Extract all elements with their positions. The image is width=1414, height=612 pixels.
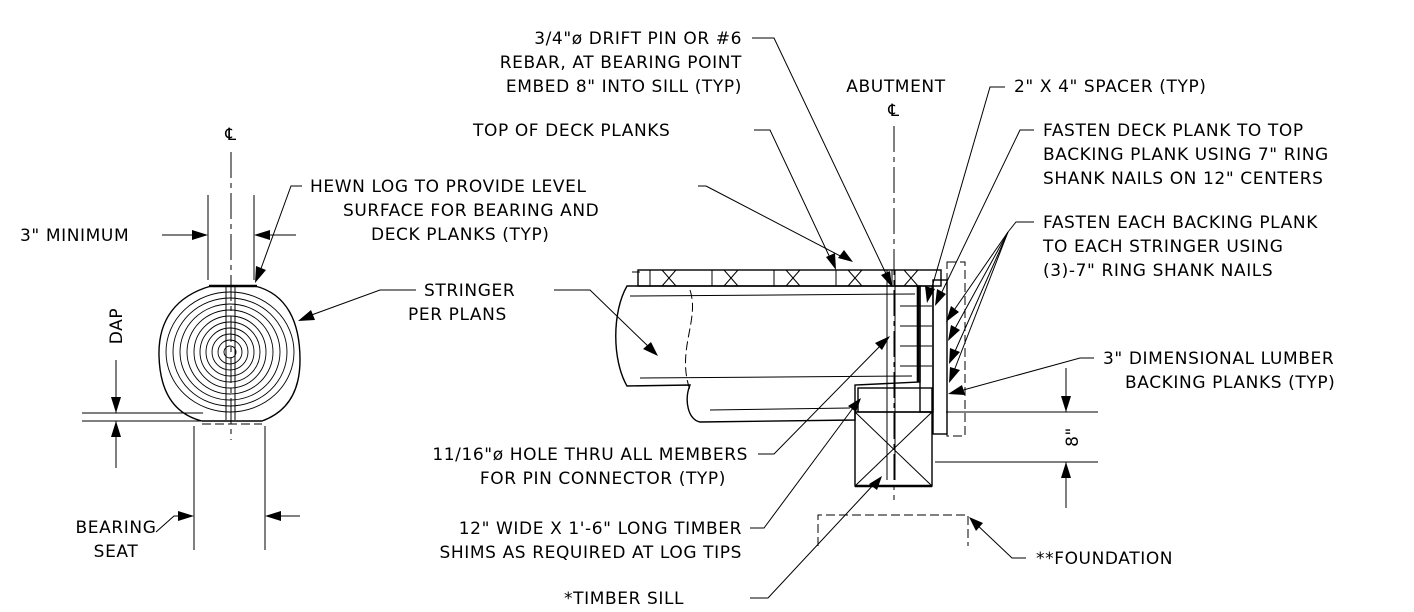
stringer-log <box>615 285 921 423</box>
fasten-deck-label-2: BACKING PLANK USING 7" RING <box>1043 145 1329 165</box>
backing-plank-inner <box>919 285 934 413</box>
fasten-deck-label-3: SHANK NAILS ON 12" CENTERS <box>1043 169 1324 189</box>
drift-pin-label-2: REBAR, AT BEARING POINT <box>500 53 742 73</box>
leader <box>938 129 1034 299</box>
leader <box>973 521 1026 559</box>
hole-label-1: 11/16"ø HOLE THRU ALL MEMBERS <box>432 445 748 465</box>
log-section-view: ℄ 3" MINIMUM DAP <box>20 125 301 562</box>
leader <box>750 403 857 529</box>
shims-callout: 12" WIDE X 1'-6" LONG TIMBER SHIMS AS RE… <box>440 398 861 563</box>
leader <box>705 185 849 261</box>
spacer-label: 2" X 4" SPACER (TYP) <box>1014 77 1207 97</box>
foundation-callout: **FOUNDATION <box>969 517 1173 569</box>
leader <box>155 515 192 533</box>
fasten-back-label-3: (3)-7" RING SHANK NAILS <box>1043 261 1273 281</box>
foundation-label: **FOUNDATION <box>1036 549 1173 569</box>
leader <box>750 481 877 599</box>
leader <box>754 129 833 263</box>
top-of-deck-callout: TOP OF DECK PLANKS <box>472 121 836 270</box>
min-3in-label: 3" MINIMUM <box>20 226 129 246</box>
lumber-label-2: BACKING PLANKS (TYP) <box>1125 373 1335 393</box>
fasten-backing-callout: FASTEN EACH BACKING PLANK TO EACH STRING… <box>946 213 1318 383</box>
spacer-callout: 2" X 4" SPACER (TYP) <box>925 77 1207 303</box>
leader <box>258 185 302 275</box>
bearing-seat-label-1: BEARING <box>76 518 157 538</box>
dim-8in-label: 8" <box>1063 427 1083 447</box>
abutment-centerline-symbol: ℄ <box>887 101 900 121</box>
top-deck-label: TOP OF DECK PLANKS <box>472 121 670 141</box>
timber-sill-label: *TIMBER SILL <box>564 589 684 609</box>
leader <box>955 357 1094 393</box>
foundation-outline <box>817 514 969 546</box>
shims-label-2: SHIMS AS REQUIRED AT LOG TIPS <box>440 543 742 563</box>
fasten-back-label-1: FASTEN EACH BACKING PLANK <box>1043 213 1318 233</box>
hewn-log-callout: HEWN LOG TO PROVIDE LEVEL SURFACE FOR BE… <box>255 177 853 283</box>
stringer-callout: STRINGER PER PLANS <box>298 281 658 356</box>
drift-pin-label-3: EMBED 8" INTO SILL (TYP) <box>506 77 742 97</box>
log-outline <box>158 285 301 422</box>
drift-pin-callout: 3/4"ø DRIFT PIN OR #6 REBAR, AT BEARING … <box>500 29 892 287</box>
hewn-log-label-1: HEWN LOG TO PROVIDE LEVEL <box>310 177 587 197</box>
ring-shank-nails <box>900 305 932 367</box>
fasten-back-label-2: TO EACH STRINGER USING <box>1042 237 1283 257</box>
stringer-label-2: PER PLANS <box>408 305 507 325</box>
timber-sill-callout: *TIMBER SILL <box>564 476 882 609</box>
fasten-deck-callout: FASTEN DECK PLANK TO TOP BACKING PLANK U… <box>935 121 1329 306</box>
hole-label-2: FOR PIN CONNECTOR (TYP) <box>480 469 726 489</box>
leader <box>305 289 416 318</box>
leader <box>752 37 890 281</box>
leader <box>929 86 1005 295</box>
hole-callout: 11/16"ø HOLE THRU ALL MEMBERS FOR PIN CO… <box>432 336 890 489</box>
bearing-seat-label-2: SEAT <box>94 542 139 562</box>
shims-label-1: 12" WIDE X 1'-6" LONG TIMBER <box>459 519 742 539</box>
drift-pin-label-1: 3/4"ø DRIFT PIN OR #6 <box>534 29 742 49</box>
centerline-left-symbol: ℄ <box>224 125 237 145</box>
stringer-label-1: STRINGER <box>424 281 515 301</box>
leader <box>758 341 885 455</box>
dap-label: DAP <box>107 308 127 344</box>
hewn-log-label-2: SURFACE FOR BEARING AND <box>343 201 599 221</box>
leader <box>1007 221 1034 233</box>
log-growth-rings <box>165 291 295 413</box>
hewn-log-label-3: DECK PLANKS (TYP) <box>371 225 550 245</box>
abutment-label: ABUTMENT <box>846 77 945 97</box>
stringer-elevation-view: ABUTMENT ℄ 8" <box>615 77 1098 546</box>
backing-lumber-callout: 3" DIMENSIONAL LUMBER BACKING PLANKS (TY… <box>948 349 1335 395</box>
fasten-deck-label-1: FASTEN DECK PLANK TO TOP <box>1043 121 1304 141</box>
leader <box>554 289 653 351</box>
lumber-label-1: 3" DIMENSIONAL LUMBER <box>1103 349 1334 369</box>
backing-plank-outer <box>932 279 948 435</box>
